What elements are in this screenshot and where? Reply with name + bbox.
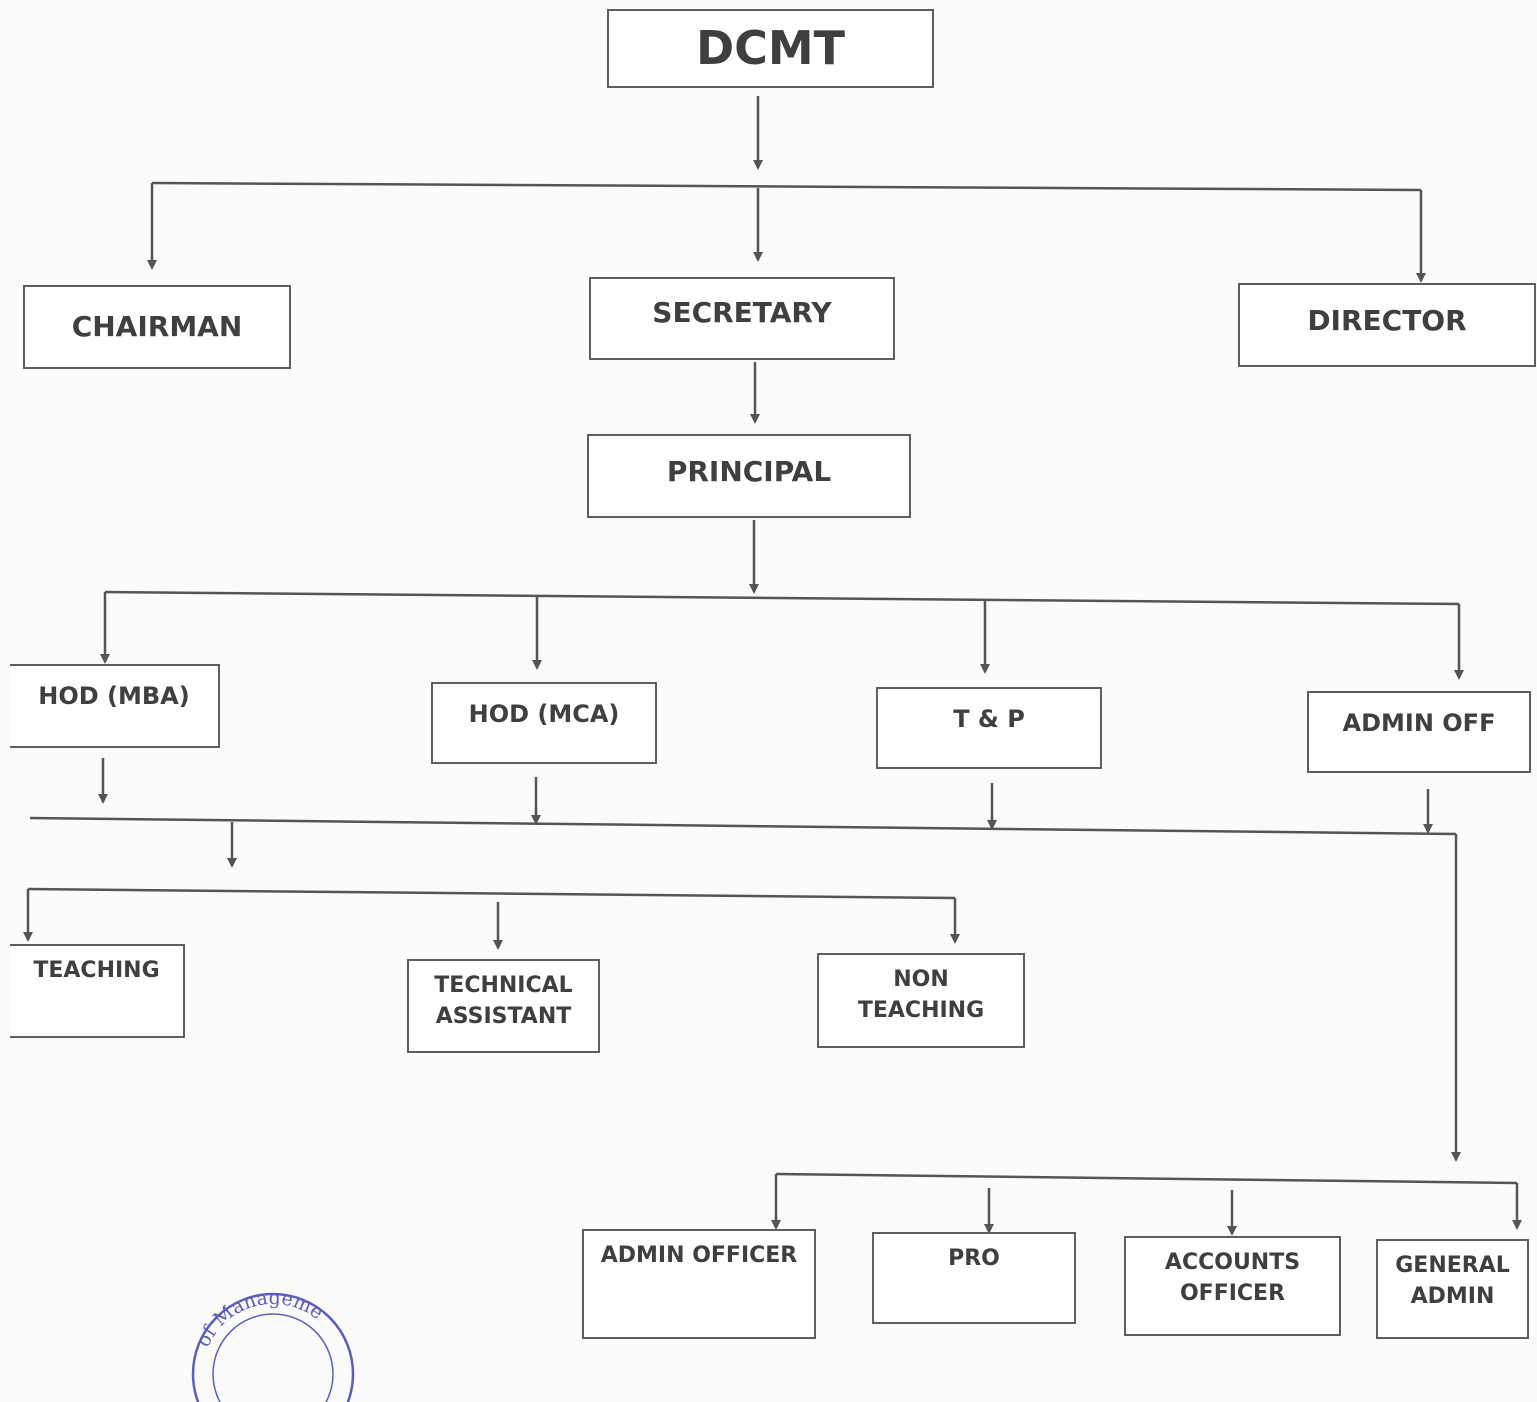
org-node-accounts-officer: ACCOUNTS OFFICER <box>1124 1236 1341 1336</box>
technical-assistant-line-2: ASSISTANT <box>435 1003 572 1029</box>
accounts-officer-line-2: OFFICER <box>1179 1280 1286 1306</box>
connector-common-bar <box>29 816 1457 836</box>
pro-label: PRO <box>948 1246 1000 1271</box>
admin-officer-label: ADMIN OFFICER <box>600 1243 798 1268</box>
non-teaching-line-1: NON <box>893 967 949 992</box>
connector-staff-bar <box>27 887 956 900</box>
principal-label: PRINCIPAL <box>666 455 832 488</box>
svg-text:of Manageme: of Manageme <box>192 1287 327 1351</box>
non-teaching-line-2: TEACHING <box>857 997 985 1023</box>
accounts-officer-line-1: ACCOUNTS <box>1164 1250 1301 1275</box>
org-root-label: DCMT <box>695 21 846 76</box>
institution-seal-stamp: of Manageme <box>191 1287 355 1402</box>
connector-admin-staff-bar <box>775 1172 1518 1185</box>
org-node-director: DIRECTOR <box>1238 283 1536 367</box>
hod-mba-label: HOD (MBA) <box>38 682 190 710</box>
org-node-teaching: TEACHING <box>10 944 185 1038</box>
tp-label: T & P <box>953 705 1025 733</box>
technical-assistant-line-1: TECHNICAL <box>434 973 573 998</box>
org-node-chairman: CHAIRMAN <box>23 285 291 369</box>
org-node-general-admin: GENERAL ADMIN <box>1376 1239 1529 1339</box>
general-admin-line-2: ADMIN <box>1410 1283 1495 1309</box>
org-root-dcmt: DCMT <box>607 9 934 88</box>
org-node-tp: T & P <box>876 687 1102 769</box>
connector-departments-bar <box>104 590 1460 606</box>
hod-mca-label: HOD (MCA) <box>468 700 620 728</box>
chairman-label: CHAIRMAN <box>71 310 243 344</box>
director-label: DIRECTOR <box>1307 304 1467 337</box>
org-node-hod-mca: HOD (MCA) <box>431 682 657 764</box>
org-node-hod-mba: HOD (MBA) <box>10 664 220 748</box>
admin-off-label: ADMIN OFF <box>1342 709 1496 737</box>
org-node-admin-officer: ADMIN OFFICER <box>582 1229 816 1339</box>
org-node-non-teaching: NON TEACHING <box>817 953 1025 1048</box>
org-node-principal: PRINCIPAL <box>587 434 911 518</box>
seal-text: of Manageme <box>192 1287 327 1351</box>
connector-level1-bar <box>151 181 1422 192</box>
secretary-label: SECRETARY <box>652 296 832 329</box>
general-admin-line-1: GENERAL <box>1395 1253 1510 1278</box>
org-node-admin-off: ADMIN OFF <box>1307 691 1531 773</box>
org-node-secretary: SECRETARY <box>589 277 895 360</box>
org-node-technical-assistant: TECHNICAL ASSISTANT <box>407 959 600 1053</box>
org-node-pro: PRO <box>872 1232 1076 1324</box>
org-chart-connectors <box>23 96 1522 1236</box>
teaching-label: TEACHING <box>33 958 160 983</box>
